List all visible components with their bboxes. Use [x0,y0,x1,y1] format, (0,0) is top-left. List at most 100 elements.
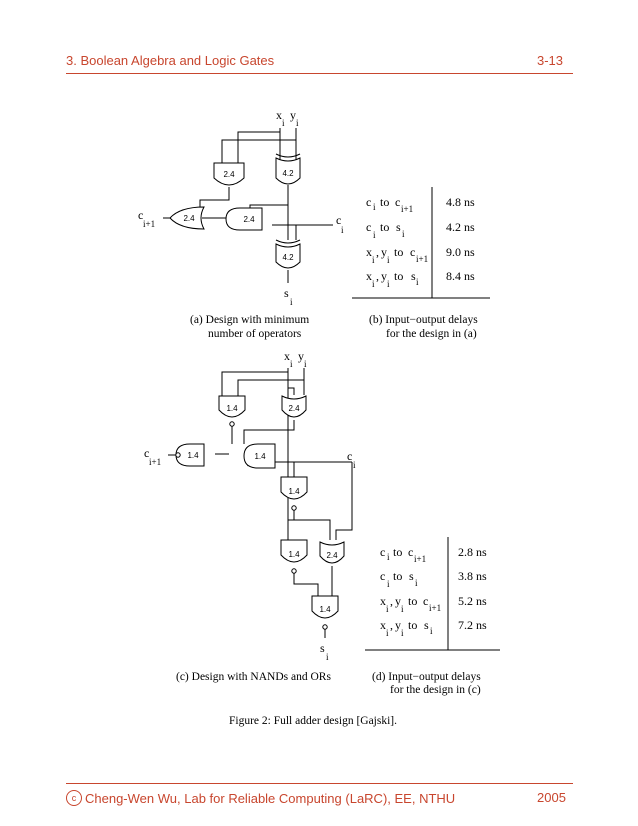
sum-label: s [284,286,289,300]
input-x-sub: i [282,118,285,128]
svg-text:to: to [380,220,389,234]
svg-text:to: to [394,269,403,283]
and-gate-top [213,162,245,186]
svg-text:y: y [395,618,401,632]
footer-year: 2005 [537,790,566,805]
and-gate-mid [225,207,263,231]
svg-text:i: i [401,604,404,614]
design-c-caption: (c) Design with NANDs and ORs [176,671,331,683]
nand-d-delay: 1.4 [288,550,300,559]
xor-top-delay: 4.2 [282,169,294,178]
nand-gate-c [280,476,308,500]
c-sum-sub: i [326,652,329,662]
c-input-y-sub: i [304,359,307,369]
table-b-value-3: 9.0 ns [446,245,475,259]
design-a-caption-2: number of operators [208,328,302,340]
input-x-label: x [276,108,282,122]
or-top-delay: 2.4 [288,404,300,413]
svg-text:i: i [430,626,433,636]
c-input-x-sub: i [290,359,293,369]
svg-text:to: to [408,618,417,632]
svg-text:s: s [411,269,416,283]
table-d-value-4: 7.2 ns [458,618,487,632]
table-b-caption-2: for the design in (a) [386,328,477,340]
svg-text:s: s [409,569,414,583]
svg-text:y: y [381,269,387,283]
nand-gate-sum [311,595,339,619]
nand-out-delay: 1.4 [187,451,199,460]
design-c-circuit: x i y i 1.4 2.4 1.4 [144,349,356,683]
c-sum-label: s [320,641,325,655]
svg-text:to: to [393,569,402,583]
c-carry-in-label: c [347,449,352,463]
svg-text:i+1: i+1 [401,204,413,214]
or-gate-d [319,541,345,564]
svg-text:c: c [408,545,413,559]
table-b-value-1: 4.8 ns [446,195,475,209]
or-out-delay: 2.4 [183,214,195,223]
svg-text:y: y [395,594,401,608]
c-carry-out-label: c [144,446,149,460]
svg-text:i: i [372,255,375,265]
svg-text:,: , [376,269,379,283]
carry-in-sub: i [341,225,344,235]
c-carry-in-sub: i [353,460,356,470]
svg-text:to: to [408,594,417,608]
svg-text:i+1: i+1 [416,254,428,264]
table-b-value-2: 4.2 ns [446,220,475,234]
input-y-sub: i [296,118,299,128]
svg-text:i: i [373,230,376,240]
nand-gate-d [280,539,308,563]
table-b-value-4: 8.4 ns [446,269,475,283]
svg-text:c: c [410,245,415,259]
table-d-caption-2: for the design in (c) [390,684,481,696]
or-d-delay: 2.4 [326,551,338,560]
svg-text:,: , [376,245,379,259]
svg-text:to: to [393,545,402,559]
nand-gate-top [218,395,246,418]
nand-top-delay: 1.4 [226,404,238,413]
nand-c-delay: 1.4 [288,487,300,496]
svg-text:i: i [373,202,376,212]
svg-text:i: i [387,552,390,562]
footer-credit: c Cheng-Wen Wu, Lab for Reliable Computi… [66,790,455,806]
svg-text:i: i [387,255,390,265]
svg-text:s: s [396,220,401,234]
footer-credit-text: Cheng-Wen Wu, Lab for Reliable Computing… [85,790,456,806]
c-input-x-label: x [284,349,290,363]
svg-text:to: to [380,195,389,209]
svg-text:i: i [386,604,389,614]
design-a-circuit: x i y i 4.2 2.4 2.4 [138,108,344,340]
input-y-label: y [290,108,296,122]
carry-out-label: c [138,208,143,222]
nand-mid-delay: 1.4 [254,452,266,461]
svg-text:i+1: i+1 [414,554,426,564]
svg-text:c: c [366,220,371,234]
svg-text:i+1: i+1 [429,603,441,613]
chapter-title: 3. Boolean Algebra and Logic Gates [66,53,275,68]
xor-bot-delay: 4.2 [282,253,294,262]
c-input-y-label: y [298,349,304,363]
svg-text:x: x [366,245,372,259]
svg-text:i: i [387,279,390,289]
svg-text:i: i [401,628,404,638]
svg-text:s: s [424,618,429,632]
xor-gate-bottom [275,243,301,269]
copyright-mark: c [66,790,82,806]
svg-text:x: x [380,618,386,632]
svg-text:to: to [394,245,403,259]
svg-text:i: i [387,579,390,589]
svg-text:,: , [390,594,393,608]
nand-s-delay: 1.4 [319,605,331,614]
page-number: 3-13 [537,53,564,68]
